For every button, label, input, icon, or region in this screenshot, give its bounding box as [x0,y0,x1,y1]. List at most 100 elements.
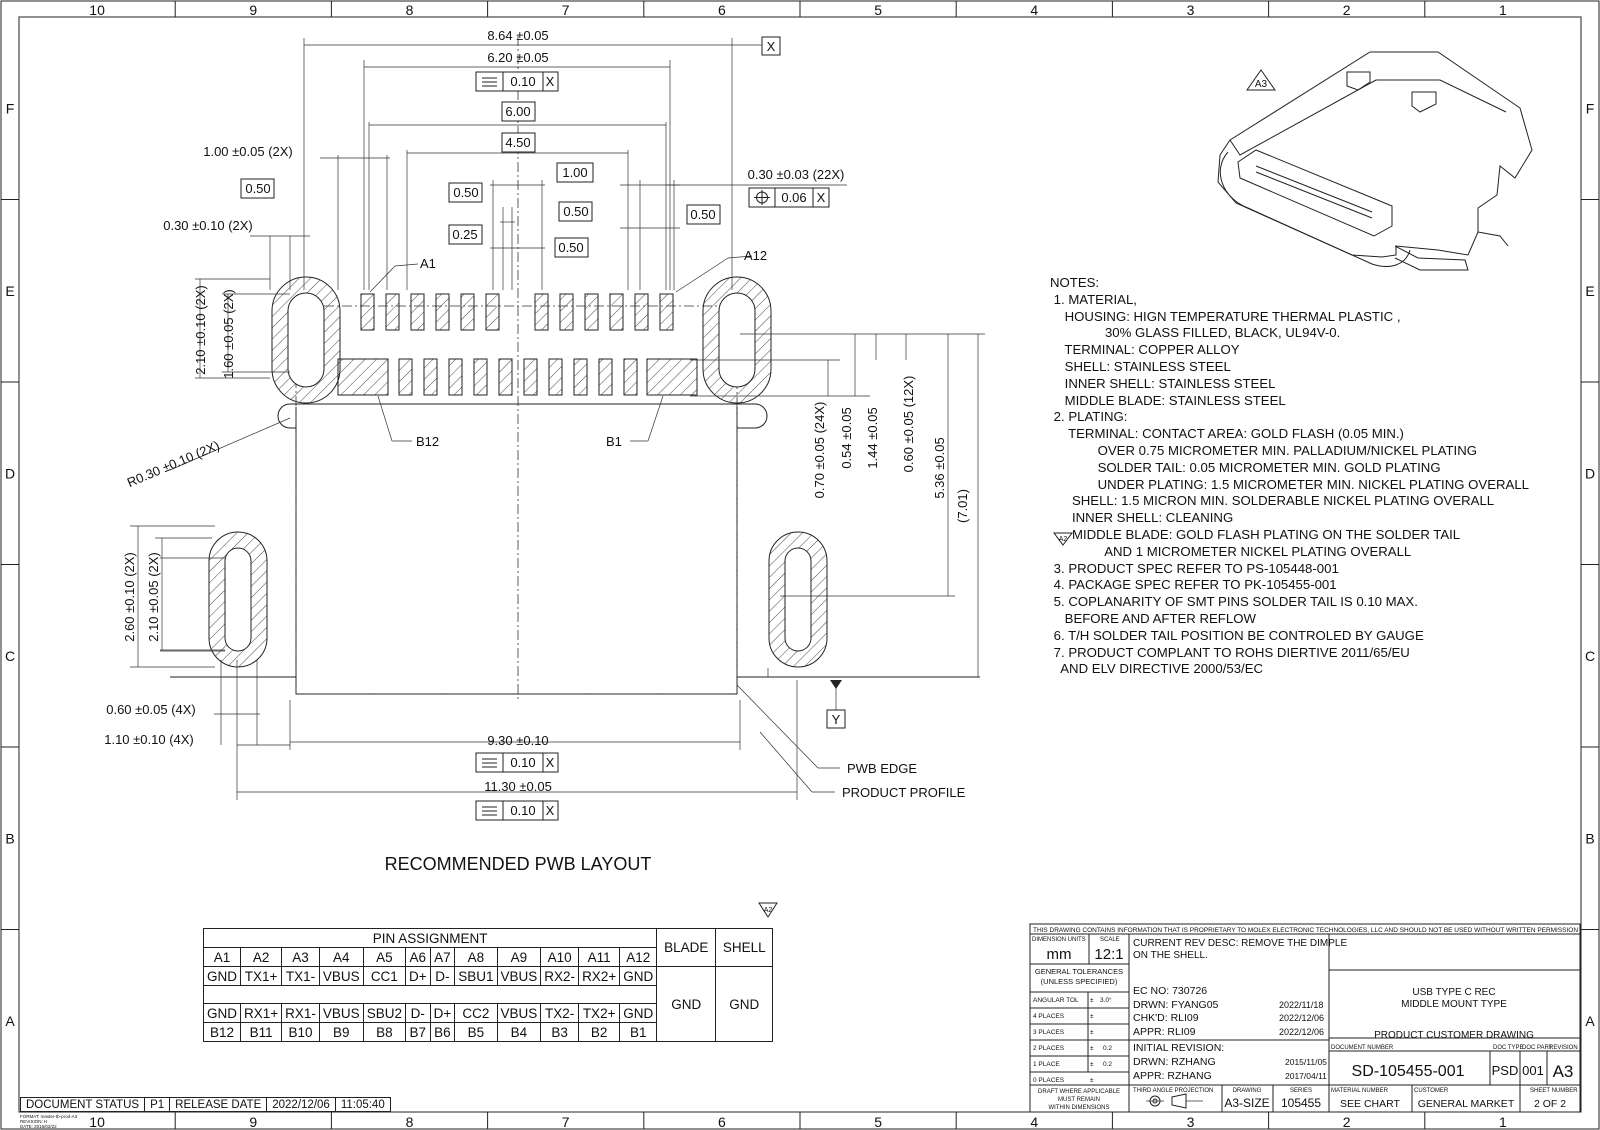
blade-value: GND [656,966,717,1042]
pin-cell: SBU1 [454,966,498,986]
dimension-texts: 8.64 ±0.05 6.20 ±0.05 6.00 4.50 1.00 ±0.… [104,28,970,800]
release-date-value: 2022/12/06 [266,1097,336,1112]
boxed-dimensions [240,101,721,258]
svg-text:DOC PART: DOC PART [1522,1045,1553,1051]
svg-text:REVISION: REVISION [1549,1045,1578,1051]
svg-text:mm: mm [1047,946,1072,963]
pad-b8 [473,358,488,396]
leader-lines [369,255,840,793]
label-b12: B12 [416,434,439,449]
svg-text:0.50: 0.50 [453,185,478,200]
pin-cell: B11 [239,1022,283,1042]
pin-cell: CC1 [362,966,406,986]
svg-text:DOC TYPE: DOC TYPE [1493,1045,1524,1051]
pin-cell: A12 [619,947,658,967]
pin-cell: B5 [454,1022,498,1042]
svg-text:2017/04/11: 2017/04/11 [1285,1071,1327,1081]
note-line: UNDER PLATING: 1.5 MICROMETER MIN. NICKE… [1050,476,1529,492]
dim-2-60-2x: 2.60 ±0.10 (2X) [122,552,137,642]
note-line: 1. MATERIAL, [1050,291,1137,307]
svg-text:2022/12/06: 2022/12/06 [1279,1013,1324,1023]
svg-text:X: X [546,803,555,818]
pad-a11 [634,293,649,331]
pin-cell: B10 [281,1022,320,1042]
pad-a3 [410,293,425,331]
svg-text:REVISION: H: REVISION: H [20,1119,47,1124]
note-line: TERMINAL: CONTACT AREA: GOLD FLASH (0.05… [1050,426,1404,442]
datum-y-triangle [830,680,842,689]
dim-0-54: 0.54 ±0.05 [839,407,854,468]
note-line: 3. PRODUCT SPEC REFER TO PS-105448-001 [1050,560,1339,576]
datum-y-box: Y [826,709,846,729]
pin-cell: RX1- [281,1003,320,1023]
svg-text:APPR: RZHANG: APPR: RZHANG [1133,1070,1212,1082]
shell-flange [277,403,768,429]
pin-cell: GND [619,966,658,986]
pad-b7 [498,358,513,396]
zone-col-9-bottom: 9 [249,1114,257,1130]
note-line: INNER SHELL: STAINLESS STEEL [1050,375,1276,391]
svg-text:A3: A3 [1255,79,1268,90]
svg-text:EC NO: 730726: EC NO: 730726 [1133,985,1207,997]
svg-text:±: ± [1090,1029,1094,1036]
dim-7-01: (7.01) [955,489,970,523]
connector-isometric-view [1217,51,1533,271]
dim-1-60-2x: 1.60 ±0.05 (2X) [221,289,236,379]
pad-a8 [559,293,574,331]
pin-cell: VBUS [496,1003,542,1023]
svg-text:GENERAL TOLERANCES: GENERAL TOLERANCES [1035,967,1123,976]
svg-text:6.00: 6.00 [505,104,530,119]
zone-col-2-bottom: 2 [1343,1114,1351,1130]
zone-col-7-bottom: 7 [562,1114,570,1130]
zone-col-10-top: 10 [89,2,105,18]
svg-text:INITIAL REVISION:: INITIAL REVISION: [1133,1042,1224,1054]
pin-cell: D- [404,1003,431,1023]
zone-col-5-bottom: 5 [874,1114,882,1130]
note-line: 2. PLATING: [1050,409,1128,425]
svg-text:4 PLACES: 4 PLACES [1033,1013,1065,1020]
svg-text:PSD: PSD [1492,1063,1519,1078]
zone-col-4-bottom: 4 [1030,1114,1038,1130]
doc-status-label: DOCUMENT STATUS [19,1097,146,1112]
dim-r0-30: R0.30 ±0.10 (2X) [125,438,222,490]
svg-text:12:1: 12:1 [1094,946,1123,963]
pad-b1 [646,358,698,396]
blade-header: BLADE [656,928,717,967]
pad-b9 [448,358,463,396]
pin-cell: RX2+ [578,966,621,986]
svg-text:SHEET NUMBER: SHEET NUMBER [1530,1088,1578,1094]
pin-cell: VBUS [496,966,542,986]
svg-text:X: X [817,190,826,205]
pin-cell: A3 [281,947,320,967]
zone-row-C-right: C [1585,648,1595,664]
pad-a9 [584,293,599,331]
pin-cell: A10 [540,947,580,967]
pad-b3 [598,358,613,396]
pin-cell: TX2+ [578,1003,621,1023]
slot-lower-right-hole [784,547,812,652]
dim-1-44: 1.44 ±0.05 [865,407,880,468]
pin-cell: A8 [454,947,498,967]
svg-text:ANGULAR TOL: ANGULAR TOL [1033,997,1079,1004]
dim-0-60-12x: 0.60 ±0.05 (12X) [901,376,916,473]
extension-lines [130,38,985,800]
dim-0-70-24x: 0.70 ±0.05 (24X) [812,402,827,499]
fcf-position: 0.06 X [748,187,830,208]
svg-text:3 PLACES: 3 PLACES [1033,1029,1065,1036]
pad-a12 [659,293,674,331]
note-line: 4. PACKAGE SPEC REFER TO PK-105455-001 [1050,577,1337,593]
svg-text:A3: A3 [1553,1062,1574,1081]
svg-text:001: 001 [1522,1063,1544,1078]
note-line: SHELL: STAINLESS STEEL [1050,358,1231,374]
zone-row-E-right: E [1585,283,1594,299]
datum-x-box: X [761,36,781,56]
svg-text:DOCUMENT NUMBER: DOCUMENT NUMBER [1331,1045,1394,1051]
dim-11-30: 11.30 ±0.05 [484,779,552,794]
label-a12: A12 [744,248,767,263]
svg-text:±: ± [1090,1045,1094,1052]
zone-row-D-right: D [1585,465,1595,481]
slot-upper-left-hole [287,292,325,388]
dim-5-36: 5.36 ±0.05 [932,437,947,498]
